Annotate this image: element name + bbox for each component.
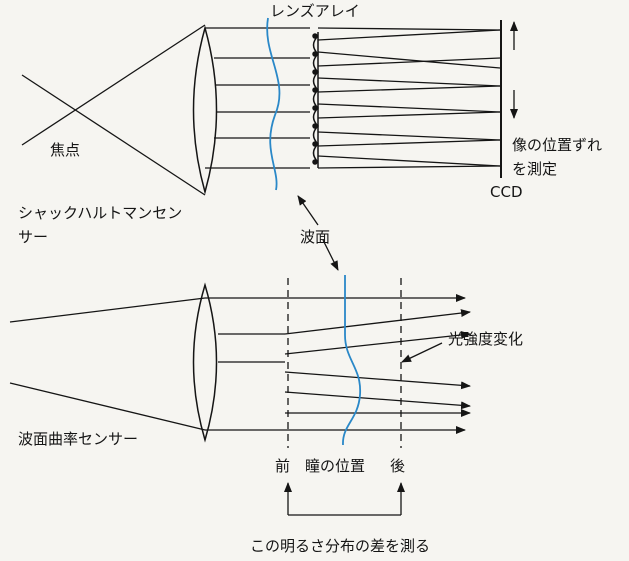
shack-hartmann-diagram — [21, 20, 518, 226]
intensity-change-label: 光強度変化 — [448, 330, 524, 348]
lens-array-label: レンズアレイ — [270, 2, 360, 20]
curvature-sensor-label: 波面曲率センサー — [18, 430, 139, 448]
shack-hartmann-label-line2: サー — [18, 228, 49, 246]
top-lens — [192, 25, 218, 195]
image-shift-label-line1: 像の位置ずれ — [512, 136, 603, 154]
top-wavefront — [266, 17, 281, 191]
bottom-lens — [192, 282, 218, 443]
lens-array — [312, 32, 320, 168]
wavefront-label: 波面 — [300, 228, 331, 246]
focal-point-label: 焦点 — [50, 141, 81, 159]
image-shift-label-line2: を測定 — [512, 160, 558, 178]
curvature-sensor-diagram — [9, 239, 471, 516]
shack-hartmann-label-line1: シャックハルトマンセン — [18, 204, 183, 222]
measure-difference-label: この明るさ分布の差を測る — [250, 537, 431, 555]
front-label: 前 — [275, 457, 291, 475]
pupil-position-label: 瞳の位置 — [305, 457, 366, 475]
back-label: 後 — [390, 457, 406, 475]
bottom-wavefront — [342, 275, 361, 446]
ccd-label: CCD — [490, 183, 523, 201]
